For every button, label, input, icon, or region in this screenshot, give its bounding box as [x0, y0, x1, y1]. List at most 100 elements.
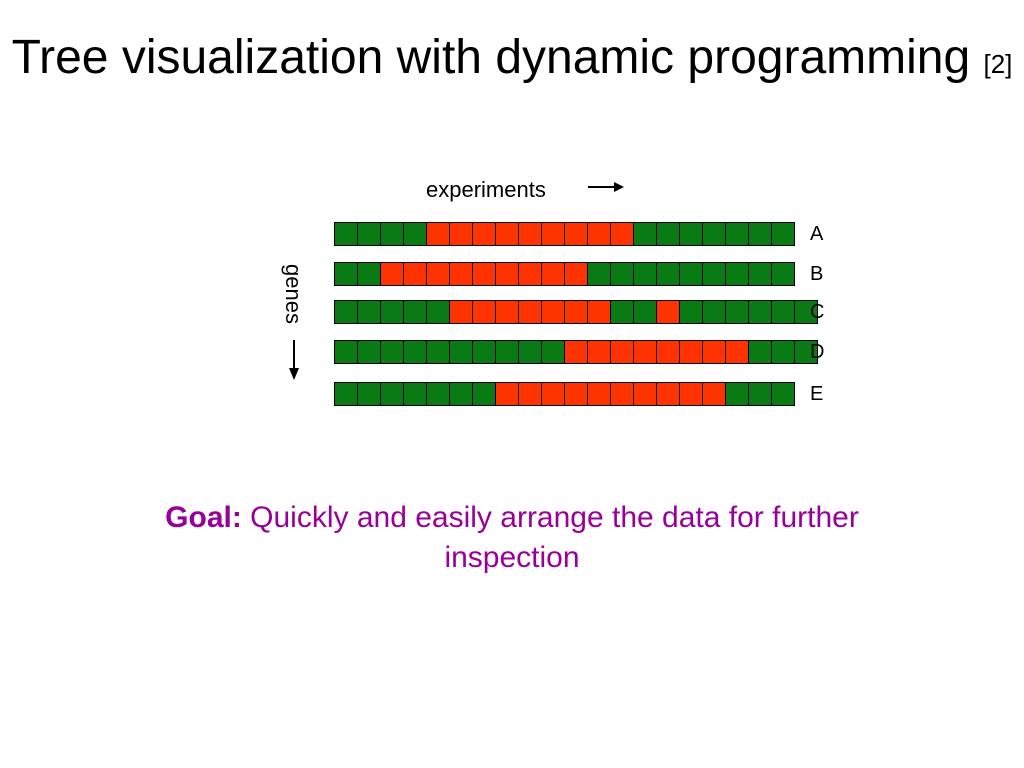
cell-green [771, 382, 795, 406]
cell-green [748, 262, 772, 286]
slide-title: Tree visualization with dynamic programm… [0, 28, 1024, 94]
cell-red [472, 262, 496, 286]
cell-green [633, 222, 657, 246]
cell-red [541, 222, 565, 246]
cell-red [702, 382, 726, 406]
cell-green [357, 382, 381, 406]
matrix-row-e [334, 382, 795, 406]
title-reference: [2] [983, 49, 1013, 79]
down-arrow-icon [289, 340, 299, 380]
cell-red [633, 340, 657, 364]
cell-red [426, 222, 450, 246]
cell-red [426, 262, 450, 286]
cell-green [334, 262, 358, 286]
row-label-b: B [810, 263, 824, 285]
cell-green [357, 262, 381, 286]
cell-red [403, 262, 427, 286]
cell-green [702, 222, 726, 246]
row-label-d: D [810, 341, 825, 363]
cell-green [380, 300, 404, 324]
cell-red [472, 300, 496, 324]
cell-red [495, 382, 519, 406]
cell-red [587, 300, 611, 324]
cell-red [587, 340, 611, 364]
cell-green [403, 300, 427, 324]
cell-green [403, 340, 427, 364]
cell-red [541, 382, 565, 406]
cell-red [518, 300, 542, 324]
cell-green [541, 340, 565, 364]
cell-green [748, 340, 772, 364]
cell-red [656, 300, 680, 324]
cell-green [679, 262, 703, 286]
cell-green [403, 382, 427, 406]
cell-red [702, 340, 726, 364]
cell-red [564, 262, 588, 286]
cell-red [587, 222, 611, 246]
cell-red [449, 300, 473, 324]
cell-green [771, 300, 795, 324]
cell-green [725, 300, 749, 324]
cell-green [472, 382, 496, 406]
cell-red [472, 222, 496, 246]
cell-red [725, 340, 749, 364]
right-arrow-icon [588, 182, 624, 192]
cell-green [334, 340, 358, 364]
cell-green [725, 262, 749, 286]
cell-green [610, 300, 634, 324]
cell-red [610, 382, 634, 406]
cell-red [679, 340, 703, 364]
cell-green [380, 222, 404, 246]
matrix-row-d [334, 340, 818, 364]
cell-green [725, 382, 749, 406]
goal-statement: Goal: Quickly and easily arrange the dat… [100, 498, 924, 578]
cell-green [656, 222, 680, 246]
cell-green [472, 340, 496, 364]
cell-red [495, 262, 519, 286]
cell-green [449, 340, 473, 364]
row-label-a: A [810, 223, 824, 245]
cell-red [518, 382, 542, 406]
cell-green [403, 222, 427, 246]
cell-red [518, 222, 542, 246]
matrix-row-a [334, 222, 795, 246]
row-label-c: C [810, 301, 825, 323]
cell-green [610, 262, 634, 286]
cell-green [357, 222, 381, 246]
cell-green [794, 300, 818, 324]
cell-green [702, 262, 726, 286]
cell-green [633, 262, 657, 286]
cell-green [771, 340, 795, 364]
cell-red [541, 262, 565, 286]
cell-red [449, 222, 473, 246]
cell-green [656, 262, 680, 286]
cell-red [495, 300, 519, 324]
cell-red [587, 382, 611, 406]
cell-red [656, 382, 680, 406]
cell-red [633, 382, 657, 406]
cell-green [449, 382, 473, 406]
cell-green [357, 300, 381, 324]
matrix-row-c [334, 300, 818, 324]
cell-green [633, 300, 657, 324]
cell-red [564, 340, 588, 364]
cell-red [610, 222, 634, 246]
goal-text: Quickly and easily arrange the data for … [241, 501, 859, 574]
cell-green [702, 300, 726, 324]
cell-green [334, 300, 358, 324]
cell-red [495, 222, 519, 246]
goal-prefix: Goal: [165, 501, 242, 534]
cell-green [748, 222, 772, 246]
cell-red [518, 262, 542, 286]
cell-red [610, 340, 634, 364]
cell-red [564, 382, 588, 406]
cell-green [748, 300, 772, 324]
cell-green [679, 222, 703, 246]
cell-red [656, 340, 680, 364]
cell-green [380, 382, 404, 406]
cell-green [771, 222, 795, 246]
cell-red [564, 300, 588, 324]
cell-green [426, 382, 450, 406]
title-text: Tree visualization with dynamic programm… [11, 31, 971, 84]
cell-red [380, 262, 404, 286]
